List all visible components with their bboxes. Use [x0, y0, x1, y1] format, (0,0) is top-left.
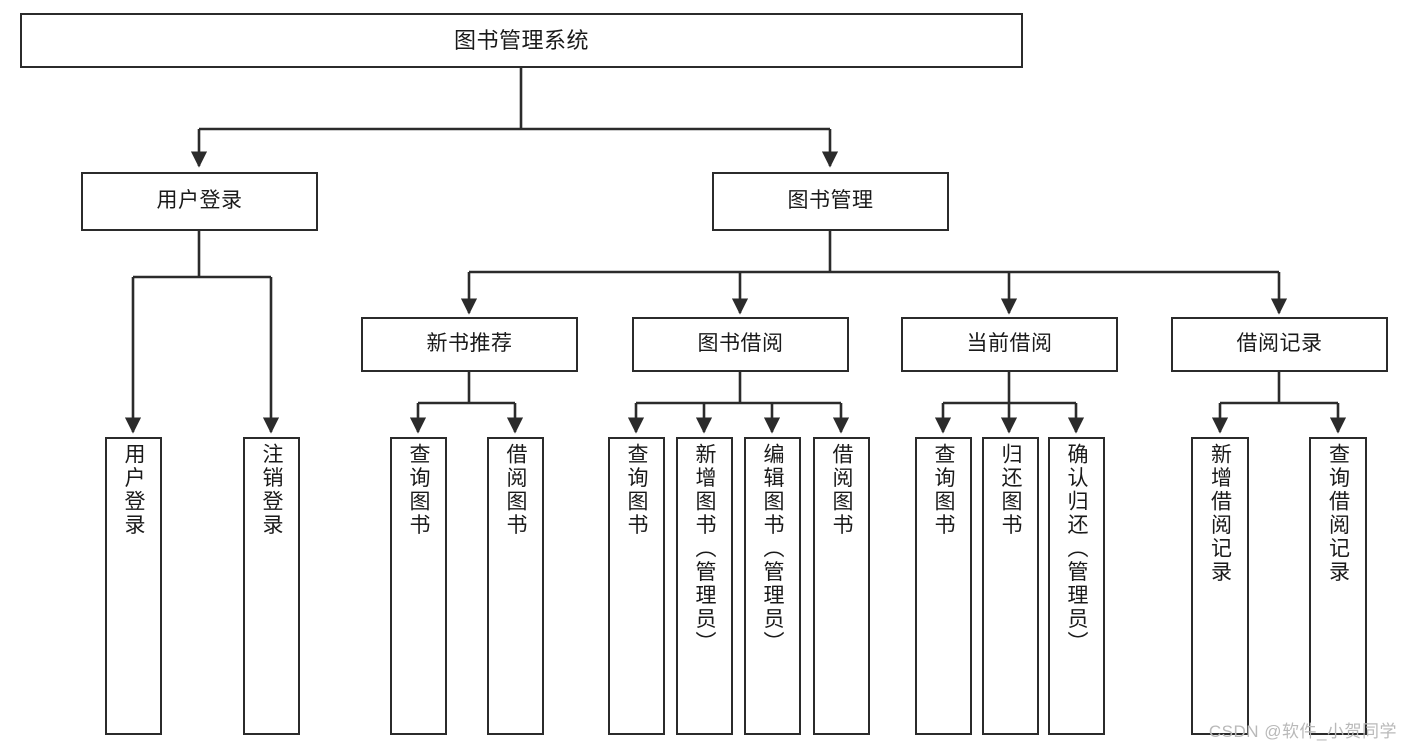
node-leaf-query-book-2[interactable]: 查询图书: [608, 437, 665, 735]
node-leaf-query-book-2-label: 查询图书: [625, 443, 648, 537]
node-root[interactable]: 图书管理系统: [20, 13, 1023, 68]
node-leaf-add-record-label: 新增借阅记录: [1208, 443, 1232, 584]
node-leaf-confirm-return-label: 确认归还（管理员）: [1065, 443, 1088, 655]
node-leaf-add-record[interactable]: 新增借阅记录: [1191, 437, 1249, 735]
node-leaf-borrow-book-2-label: 借阅图书: [830, 443, 853, 537]
node-leaf-edit-book[interactable]: 编辑图书（管理员）: [744, 437, 801, 735]
node-leaf-borrow-book-2[interactable]: 借阅图书: [813, 437, 870, 735]
node-leaf-logout[interactable]: 注销登录: [243, 437, 300, 735]
node-leaf-edit-book-label: 编辑图书（管理员）: [761, 443, 784, 655]
node-leaf-query-book-1-label: 查询图书: [407, 443, 430, 537]
node-leaf-return-book-label: 归还图书: [999, 443, 1022, 537]
node-book-borrow-label: 图书借阅: [697, 332, 784, 356]
csdn-watermark: CSDN @软件_小贺同学: [1208, 722, 1397, 741]
node-leaf-confirm-return[interactable]: 确认归还（管理员）: [1048, 437, 1105, 735]
node-leaf-query-record-label: 查询借阅记录: [1326, 443, 1350, 584]
node-leaf-query-book-1[interactable]: 查询图书: [390, 437, 447, 735]
node-leaf-borrow-book-1[interactable]: 借阅图书: [487, 437, 544, 735]
node-leaf-user-login[interactable]: 用户登录: [105, 437, 162, 735]
node-leaf-query-record[interactable]: 查询借阅记录: [1309, 437, 1367, 735]
node-current-borrow-label: 当前借阅: [966, 332, 1053, 356]
node-leaf-user-login-label: 用户登录: [122, 443, 145, 537]
node-leaf-add-book-label: 新增图书（管理员）: [693, 443, 716, 655]
node-new-book-rec-label: 新书推荐: [426, 332, 513, 356]
node-user-login[interactable]: 用户登录: [81, 172, 318, 231]
node-book-borrow[interactable]: 图书借阅: [632, 317, 849, 372]
node-leaf-query-book-3-label: 查询图书: [932, 443, 955, 537]
node-new-book-rec[interactable]: 新书推荐: [361, 317, 578, 372]
node-leaf-query-book-3[interactable]: 查询图书: [915, 437, 972, 735]
node-leaf-borrow-book-1-label: 借阅图书: [504, 443, 527, 537]
node-leaf-return-book[interactable]: 归还图书: [982, 437, 1039, 735]
node-leaf-add-book[interactable]: 新增图书（管理员）: [676, 437, 733, 735]
node-user-login-label: 用户登录: [156, 189, 243, 213]
node-root-label: 图书管理系统: [453, 27, 589, 53]
node-borrow-record-label: 借阅记录: [1236, 332, 1323, 356]
node-leaf-logout-label: 注销登录: [260, 443, 283, 537]
node-book-manage-label: 图书管理: [787, 189, 874, 213]
node-book-manage[interactable]: 图书管理: [712, 172, 949, 231]
node-current-borrow[interactable]: 当前借阅: [901, 317, 1118, 372]
node-borrow-record[interactable]: 借阅记录: [1171, 317, 1388, 372]
